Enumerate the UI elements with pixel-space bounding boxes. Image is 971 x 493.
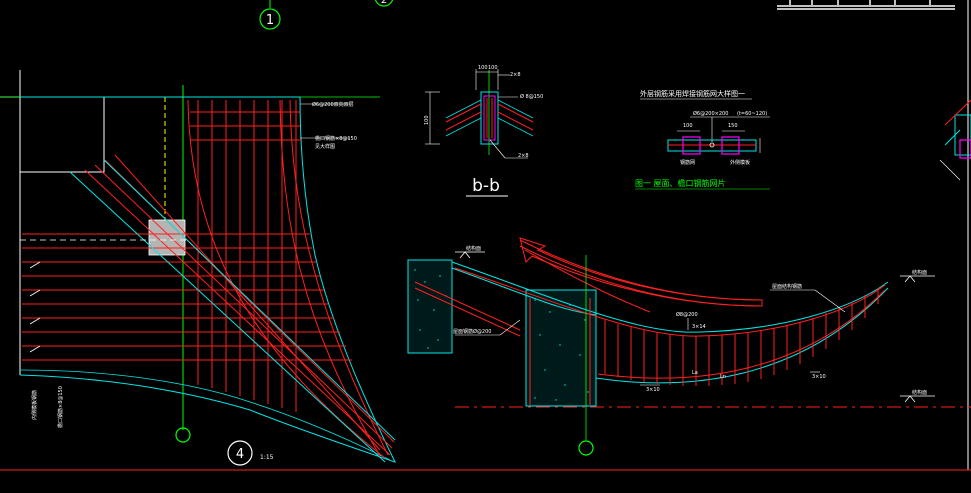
plan-label-1: Ø6@200双向双层 [312,101,354,108]
section-dim-1: 100 [478,65,488,71]
eave-note-curve: 3×14 [692,324,706,330]
grid-marker-1: 1 [259,0,281,30]
eave-note-beam: 屋面钢筋Ø@200 [453,328,491,335]
grid-marker-2-label: 2 [381,0,387,6]
concrete-hatch [414,269,589,401]
mesh-dim-2: 150 [728,123,738,129]
detail-tag-scale: 1:15 [260,454,274,461]
level-label-bottom: 结构面 [912,389,927,396]
eave-note-bottom-1: 3×10 [646,387,660,393]
mesh-spec-1: Ø6@200×200 [693,110,728,117]
eave-note-ln: Ln [720,374,726,380]
mesh-detail-title: 外层钢筋采用焊接钢筋网大样图一 [640,89,745,98]
grid-marker-bottom-plan [175,427,191,443]
section-dim-2: 100 [488,65,498,71]
plan-label-5: 檐口钢筋×8@150 [57,386,64,428]
plan-label-4: 内侧模板钢筋 [31,390,38,420]
mesh-detail: 外层钢筋采用焊接钢筋网大样图一 Ø6@200×200 (t=60~120) 10… [635,89,770,190]
eave-note-mid: Ø8@200 [676,311,698,318]
section-b-b: 100 100 100 2×8 Ø 8@150 2×8 b-b [424,65,543,197]
eave-note-la: La [692,370,698,376]
grid-marker-2: 2 [374,0,394,7]
section-bottom-note: 2×8 [518,153,529,159]
plan-label-2: 檐口钢筋×8@150 [315,135,357,142]
plan-label-3: 见大样图 [315,143,335,150]
plan-detail-4: Ø6@200双向双层 檐口钢筋×8@150 见大样图 内侧模板钢筋 檐口钢筋×8… [0,70,396,463]
mesh-caption: 图一 屋面、檐口钢筋网片 [635,178,726,188]
eave-section: 结构面 结构面 结构面 屋面钢筋Ø@200 屋面结构钢筋 Ø8@200 3×10… [407,237,971,456]
level-label-right: 结构面 [912,269,927,276]
mesh-label-right: 外侧模板 [730,159,750,166]
detail-tag-number: 4 [236,447,244,462]
title-block-fragment [777,0,955,10]
section-right-note: Ø 8@150 [520,93,543,100]
detail-tag: 4 1:15 [227,440,274,466]
right-edge-fragment [939,99,971,181]
mesh-spec-2: (t=60~120) [737,111,767,117]
grid-marker-bottom-eave [578,440,594,456]
mesh-dim-1: 100 [683,123,693,129]
level-label-left: 结构面 [466,245,481,252]
grid-marker-1-label: 1 [266,13,274,28]
eave-note-bottom-2: 3×10 [812,374,826,380]
eave-note-roof: 屋面结构钢筋 [772,283,802,290]
section-left-dim: 100 [424,115,430,125]
section-top-note: 2×8 [510,72,521,78]
mesh-label-left: 钢筋网 [680,159,695,166]
section-title: b-b [472,176,500,196]
